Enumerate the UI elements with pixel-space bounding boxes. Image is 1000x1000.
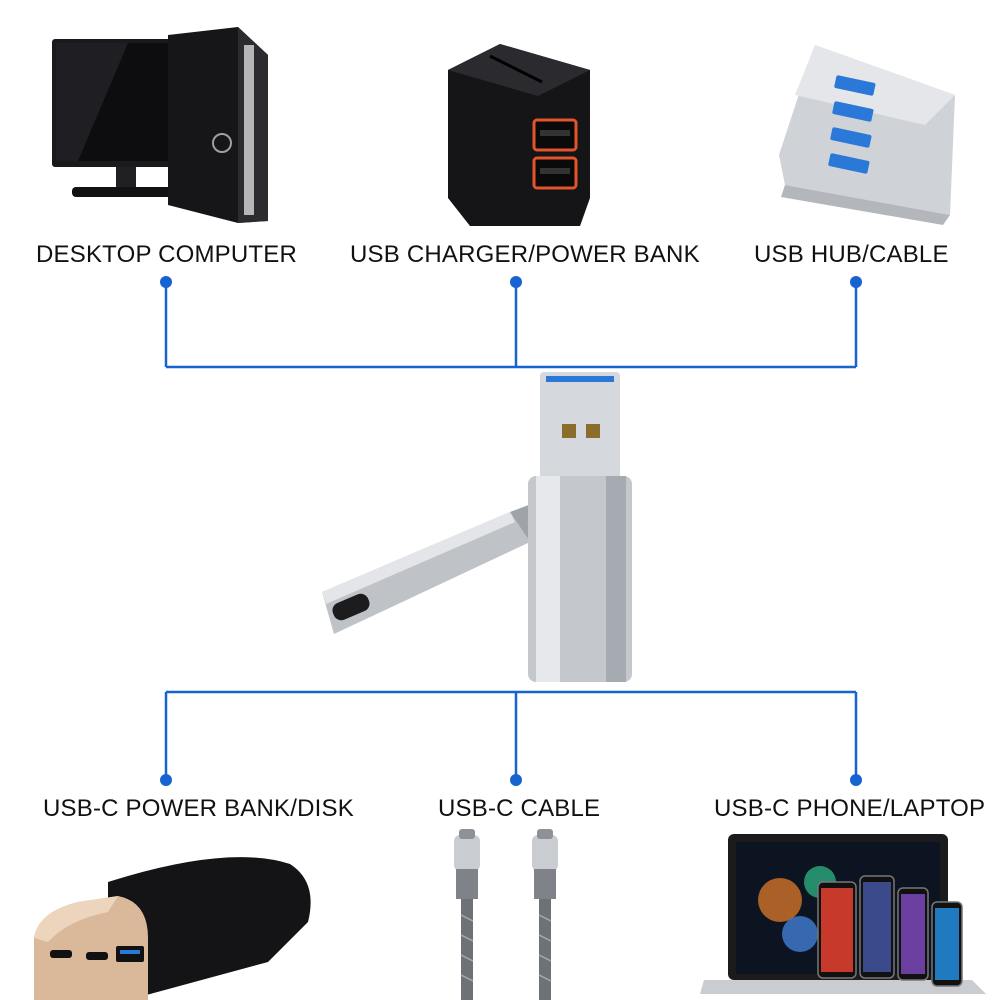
connector-dot-top-3 xyxy=(850,276,862,288)
phone-laptop-icon xyxy=(700,834,986,994)
connector-dot-top-2 xyxy=(510,276,522,288)
usb-a-to-usb-c-adapter-icon xyxy=(322,372,632,682)
source-label-charger: USB CHARGER/POWER BANK xyxy=(350,241,700,268)
connector-dot-top-1 xyxy=(160,276,172,288)
target-label-cable: USB-C CABLE xyxy=(438,795,601,822)
source-label-desktop: DESKTOP COMPUTER xyxy=(36,241,298,268)
usb-charger-icon xyxy=(448,44,590,226)
connector-dot-bottom-1 xyxy=(160,774,172,786)
source-label-hub: USB HUB/CABLE xyxy=(754,241,949,268)
target-label-power-bank: USB-C POWER BANK/DISK xyxy=(43,795,354,822)
target-label-phone-laptop: USB-C PHONE/LAPTOP xyxy=(714,795,986,822)
usb-hub-icon xyxy=(779,45,955,225)
connector-dot-bottom-2 xyxy=(510,774,522,786)
usb-c-cable-icon xyxy=(454,829,558,1000)
desktop-computer-icon xyxy=(52,27,268,223)
power-bank-icon xyxy=(34,857,311,1000)
connector-dot-bottom-3 xyxy=(850,774,862,786)
